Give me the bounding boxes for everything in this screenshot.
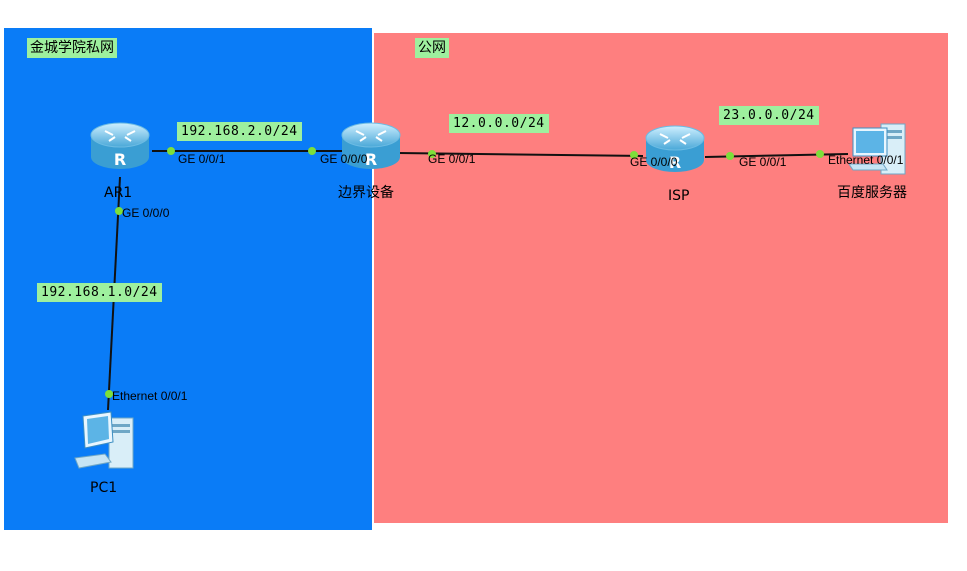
device-label-server: 百度服务器 [837,185,907,201]
port-dot [308,147,316,155]
pc-icon[interactable] [71,410,141,474]
device-label-ar1: AR1 [104,185,133,201]
svg-text:R: R [669,153,681,172]
device-label-pc1: PC1 [90,480,118,496]
router-icon[interactable]: R [338,121,404,173]
network-label-ar1-pc1: 192.168.1.0/24 [37,283,162,302]
device-label-border: 边界设备 [338,185,394,201]
private-network-zone [4,28,372,530]
port-label-ar1-ge000: GE 0/0/0 [122,206,170,220]
port-label-server-eth: Ethernet 0/0/1 [828,153,904,167]
network-label-ar1-border: 192.168.2.0/24 [177,122,302,141]
port-label-ar1-ge001: GE 0/0/1 [178,152,226,166]
device-label-isp: ISP [668,188,690,204]
port-label-border-ge001: GE 0/0/1 [428,152,476,166]
port-dot [105,390,113,398]
router-icon[interactable]: R [87,121,153,173]
public-zone-label: 公网 [415,38,449,58]
port-dot [726,152,734,160]
router-icon[interactable]: R [642,124,708,176]
port-dot [816,150,824,158]
port-dot [428,150,436,158]
private-zone-label: 金城学院私网 [27,38,117,58]
port-label-isp-ge001: GE 0/0/1 [739,155,787,169]
port-label-border-ge000: GE 0/0/0 [320,152,368,166]
network-label-border-isp: 12.0.0.0/24 [449,114,549,133]
link-border-isp [397,152,644,157]
port-dot [630,151,638,159]
svg-text:R: R [365,150,377,169]
port-dot [115,207,123,215]
server-icon[interactable] [847,120,913,180]
port-label-pc1-eth: Ethernet 0/0/1 [112,389,188,403]
network-label-isp-server: 23.0.0.0/24 [719,106,819,125]
port-label-isp-ge000: GE 0/0/0 [630,155,678,169]
svg-text:R: R [114,150,126,169]
port-dot [167,147,175,155]
